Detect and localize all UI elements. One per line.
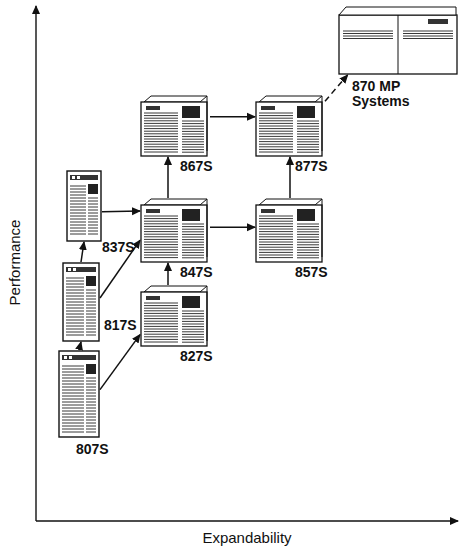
model-label: 817S <box>104 318 137 333</box>
tower-server: 817S <box>62 262 100 342</box>
performance-axis <box>35 6 36 521</box>
tower-server: 807S <box>58 350 100 438</box>
upgrade-arrow <box>210 227 255 229</box>
upgrade-arrow <box>289 157 291 198</box>
model-label: 867S <box>180 159 213 174</box>
upgrade-arrow <box>325 75 348 101</box>
model-label: 827S <box>180 349 213 364</box>
tower-server: 837S <box>66 170 102 242</box>
server-illustration <box>66 170 102 242</box>
upgrade-arrow <box>210 116 255 118</box>
model-label: 857S <box>295 265 328 280</box>
server-illustration <box>62 262 100 342</box>
server-illustration <box>140 285 210 347</box>
server-illustration <box>58 350 100 438</box>
server-illustration <box>255 198 325 263</box>
upgrade-arrow <box>100 335 140 390</box>
server-illustration <box>140 198 210 263</box>
model-label: 807S <box>76 442 109 457</box>
expandability-axis <box>36 520 458 521</box>
cabinet-server: 857S <box>255 198 325 263</box>
upgrade-arrow <box>79 342 81 350</box>
upgrade-arrow <box>100 240 140 298</box>
mp-system: 870 MP Systems <box>338 5 458 75</box>
server-illustration <box>338 5 458 75</box>
axis-label: Expandability <box>202 529 291 546</box>
model-label: 837S <box>102 240 135 255</box>
upgrade-arrow <box>167 263 169 285</box>
axis-label: Performance <box>7 219 24 305</box>
upgrade-arrow <box>102 210 140 212</box>
upgrade-arrow <box>81 242 84 262</box>
model-label: 877S <box>295 159 328 174</box>
model-label: 847S <box>180 265 213 280</box>
upgrade-arrow <box>167 157 169 198</box>
cabinet-server: 877S <box>255 95 325 157</box>
model-label: 870 MP Systems <box>352 79 410 109</box>
cabinet-server: 827S <box>140 285 210 347</box>
server-illustration <box>255 95 325 157</box>
server-illustration <box>140 95 210 157</box>
cabinet-server: 867S <box>140 95 210 157</box>
cabinet-server: 847S <box>140 198 210 263</box>
